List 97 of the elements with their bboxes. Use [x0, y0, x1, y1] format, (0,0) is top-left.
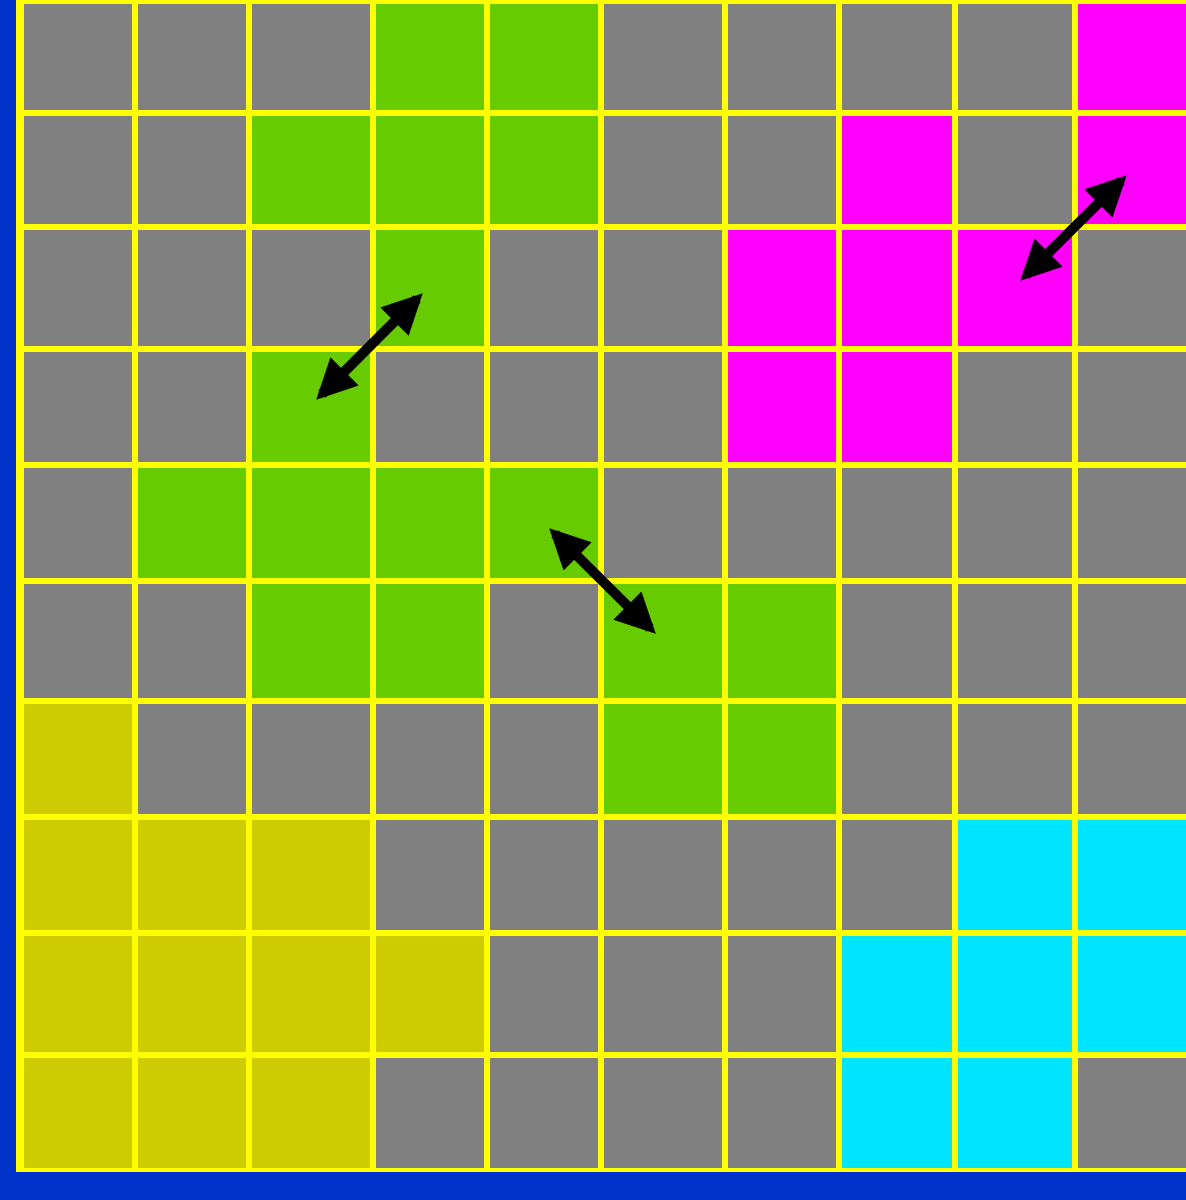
grid-cell — [603, 1057, 721, 1167]
grid-cell — [603, 351, 721, 461]
grid-cell — [841, 1057, 951, 1167]
grid-cell — [957, 3, 1071, 109]
grid-cell — [23, 115, 131, 223]
grid-cell — [489, 1057, 597, 1167]
grid-cell — [957, 935, 1071, 1051]
grid-cell — [137, 229, 245, 345]
grid-cell — [727, 229, 835, 345]
grid-cell — [23, 583, 131, 697]
grid-cell — [841, 115, 951, 223]
grid-cell — [603, 703, 721, 813]
grid-cell — [375, 703, 483, 813]
grid-cell — [1077, 935, 1186, 1051]
grid-cell — [841, 3, 951, 109]
double-arrow — [549, 528, 656, 634]
grid-cell — [1077, 583, 1186, 697]
grid-cell — [375, 935, 483, 1051]
grid-cell — [251, 229, 369, 345]
grid-cell — [603, 115, 721, 223]
double-arrow — [316, 293, 423, 400]
grid-cell — [727, 115, 835, 223]
grid-cell — [375, 3, 483, 109]
grid-cell — [1077, 1057, 1186, 1167]
double-arrow — [1020, 175, 1127, 281]
grid-cell — [137, 819, 245, 929]
grid-cell — [137, 351, 245, 461]
grid-cell — [375, 1057, 483, 1167]
grid-cell — [489, 3, 597, 109]
grid-cell — [489, 115, 597, 223]
grid-cell — [137, 3, 245, 109]
grid-cell — [23, 467, 131, 577]
grid-cell — [375, 467, 483, 577]
grid-cell — [603, 935, 721, 1051]
grid-cell — [841, 819, 951, 929]
grid-cell — [23, 3, 131, 109]
grid-cell — [375, 819, 483, 929]
grid-cell — [23, 703, 131, 813]
grid-cell — [137, 1057, 245, 1167]
grid-cell — [489, 583, 597, 697]
grid-cell — [489, 819, 597, 929]
grid-cell — [603, 819, 721, 929]
grid-cell — [957, 819, 1071, 929]
grid-cell — [489, 229, 597, 345]
grid-cell — [137, 115, 245, 223]
grid-cell — [1077, 703, 1186, 813]
grid-cell — [603, 229, 721, 345]
grid-cell — [251, 467, 369, 577]
grid-cell — [23, 935, 131, 1051]
grid-cell — [375, 115, 483, 223]
grid-cell — [727, 583, 835, 697]
grid-cell — [251, 703, 369, 813]
grid-cell — [1077, 351, 1186, 461]
grid-cell — [727, 1057, 835, 1167]
grid-cell — [489, 935, 597, 1051]
grid-cell — [603, 467, 721, 577]
grid-cell — [841, 703, 951, 813]
grid-cell — [251, 1057, 369, 1167]
grid-cell — [23, 351, 131, 461]
grid-cell — [841, 351, 951, 461]
grid-cell — [23, 229, 131, 345]
grid-cell — [137, 703, 245, 813]
grid-cell — [603, 3, 721, 109]
grid-cell — [251, 115, 369, 223]
grid-cell — [251, 819, 369, 929]
grid-cell — [1077, 467, 1186, 577]
grid-cell — [1077, 229, 1186, 345]
grid-cell — [957, 1057, 1071, 1167]
grid-cell — [251, 583, 369, 697]
grid-cell — [957, 703, 1071, 813]
grid-cell — [375, 351, 483, 461]
grid-cell — [251, 3, 369, 109]
grid-cell — [137, 935, 245, 1051]
grid-cell — [1077, 3, 1186, 109]
grid-cell — [841, 467, 951, 577]
grid-cell — [841, 935, 951, 1051]
grid-cell — [841, 583, 951, 697]
grid-cell — [957, 115, 1071, 223]
grid-cell — [727, 703, 835, 813]
grid-cell — [1077, 819, 1186, 929]
grid-cell — [137, 583, 245, 697]
grid-cell — [251, 935, 369, 1051]
grid-cell — [727, 819, 835, 929]
grid-cell — [957, 351, 1071, 461]
grid-cell — [375, 583, 483, 697]
grid-cell — [727, 935, 835, 1051]
grid-cell — [727, 3, 835, 109]
grid-cell — [137, 467, 245, 577]
grid-cell — [957, 467, 1071, 577]
grid-cell — [957, 583, 1071, 697]
grid-cell — [727, 351, 835, 461]
grid-cell — [727, 467, 835, 577]
grid-cell — [841, 229, 951, 345]
grid-cell — [489, 703, 597, 813]
grid-cell — [23, 819, 131, 929]
grid-cell — [489, 351, 597, 461]
grid-cell — [23, 1057, 131, 1167]
